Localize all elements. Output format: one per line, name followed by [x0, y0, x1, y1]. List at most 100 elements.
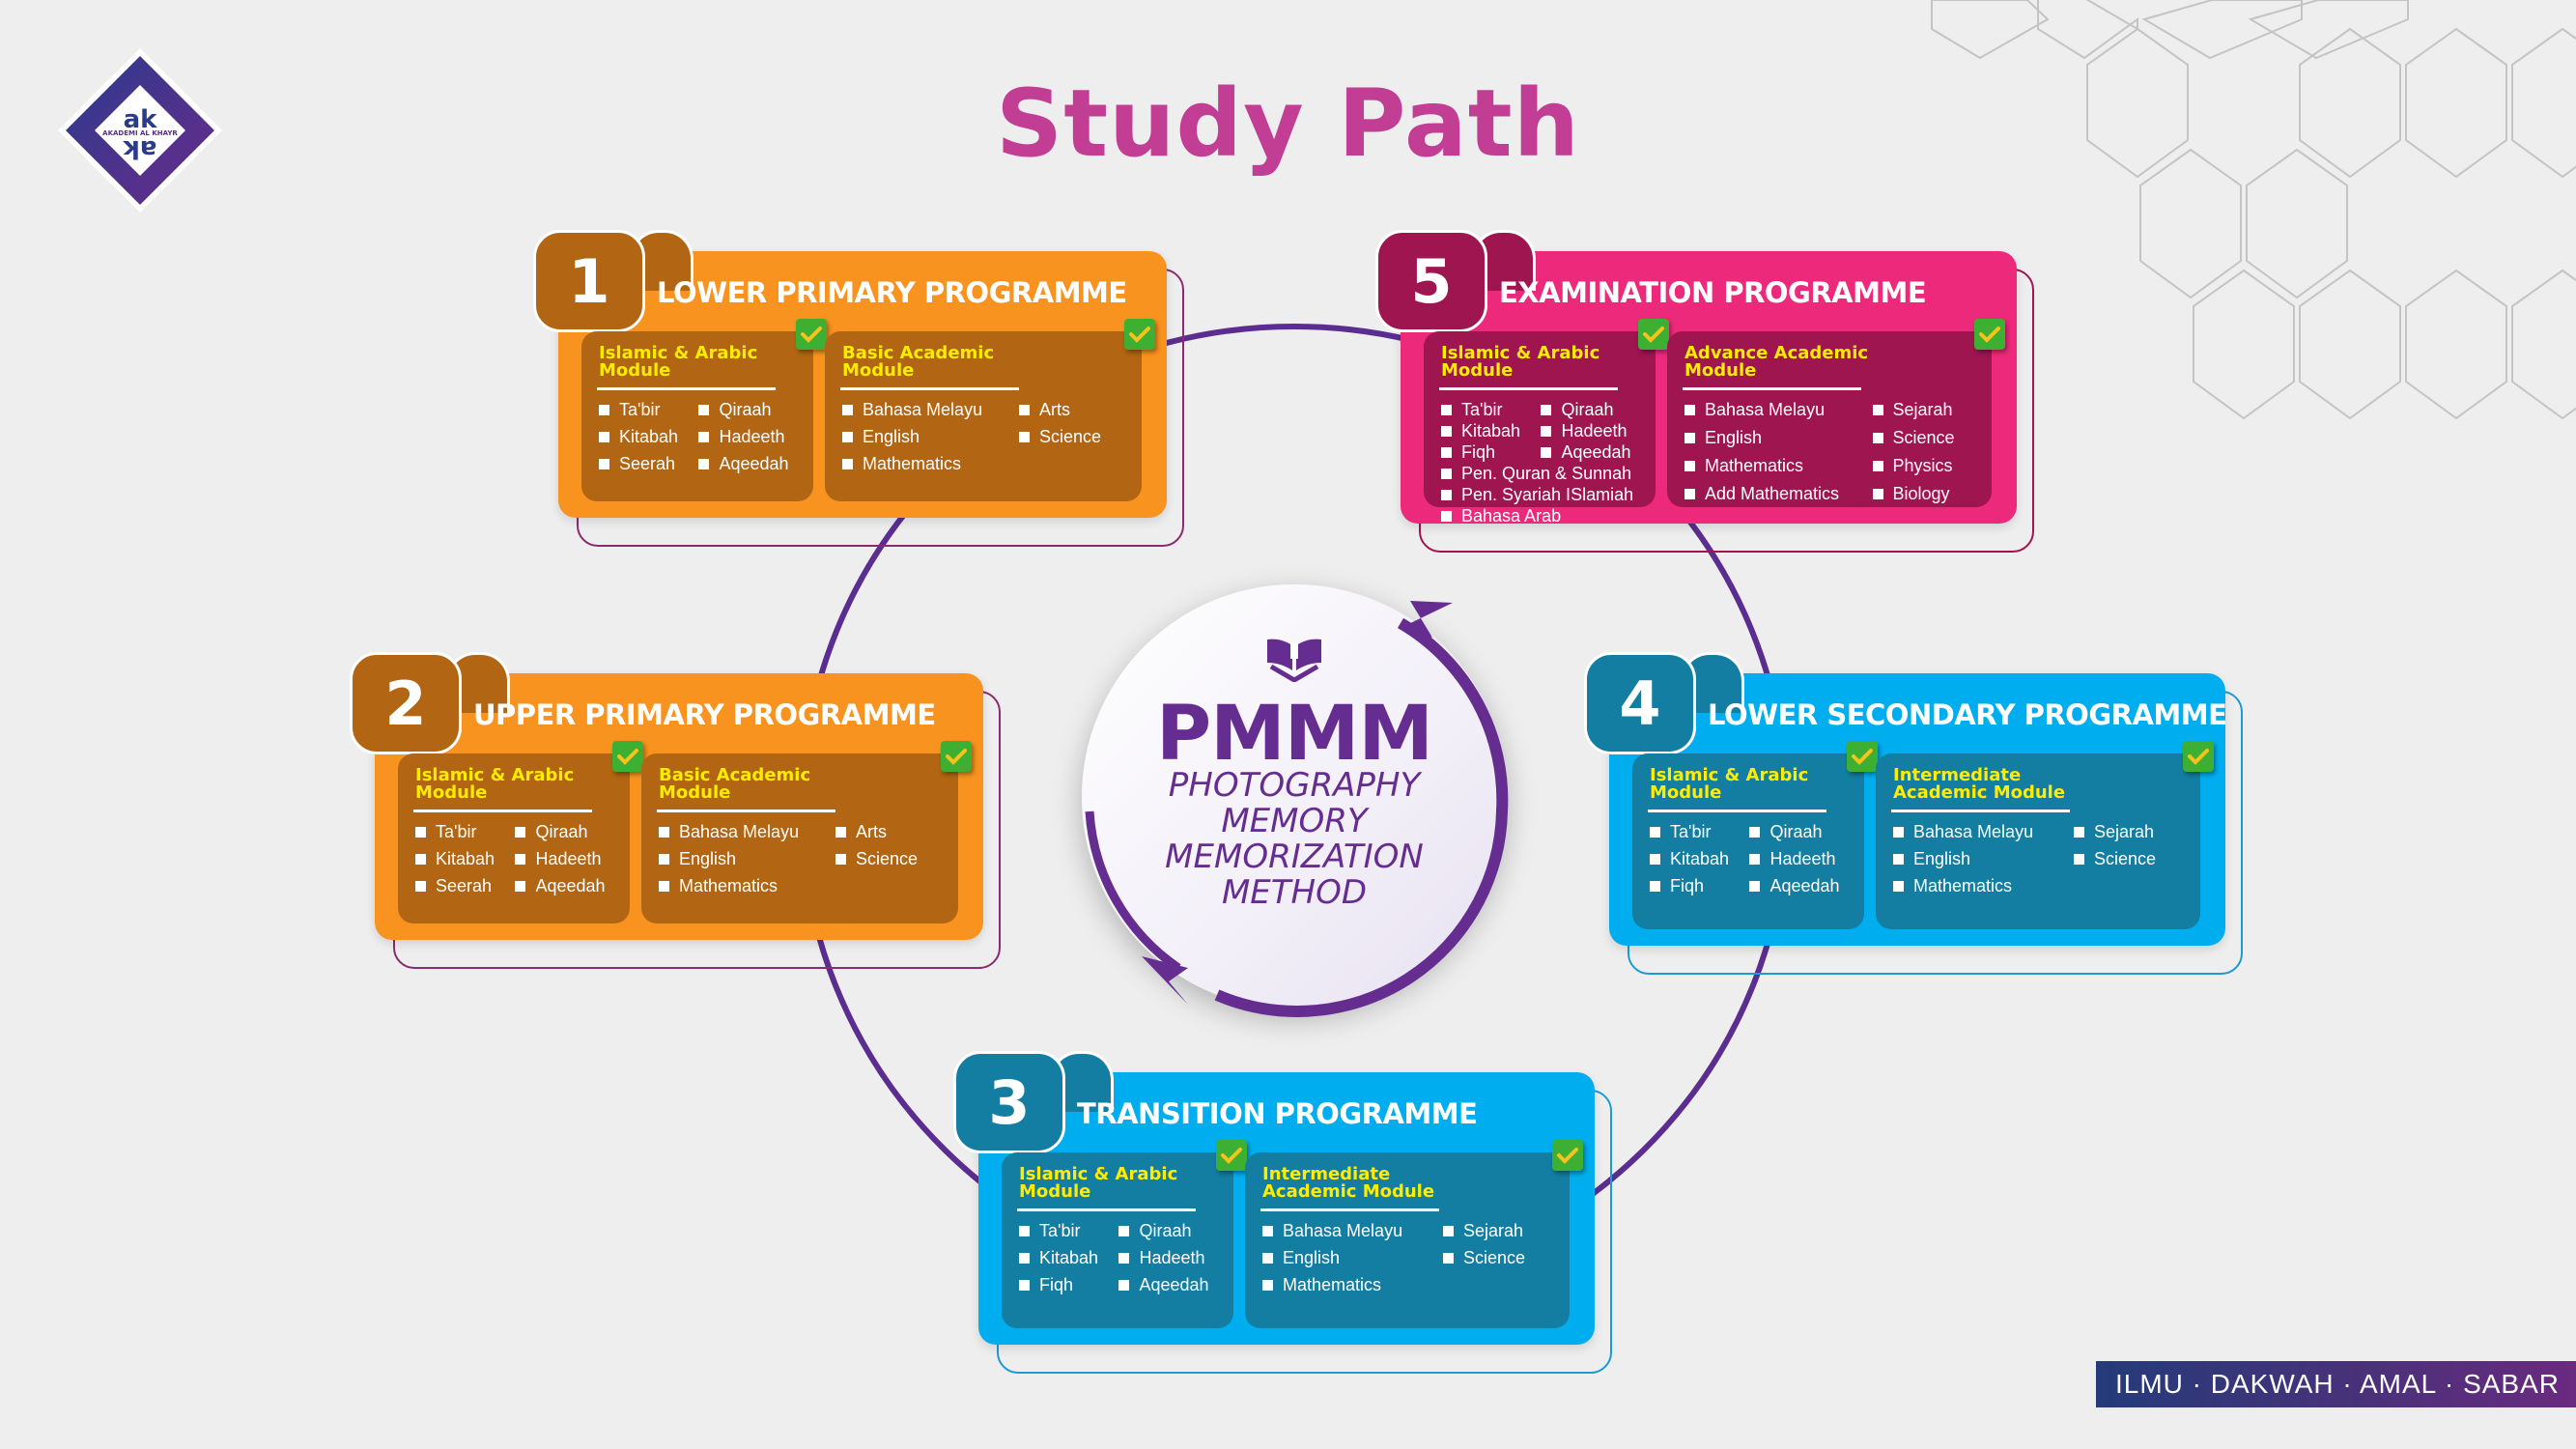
book-stand-icon [1263, 634, 1325, 687]
logo: ak AKADEMI AL KHAYR ak [58, 48, 222, 213]
pmmm-line: PHOTOGRAPHY [1168, 766, 1421, 805]
module-title: Basic Academic Module [659, 765, 811, 803]
module-item-label: Fiqh [1039, 1275, 1074, 1294]
bullet-square-icon [698, 432, 710, 442]
module-item: Arts [835, 822, 941, 842]
bullet-square-icon [1441, 447, 1452, 458]
module-item-label: Kitabah [436, 849, 495, 868]
module-item-label: Qiraah [1139, 1221, 1192, 1240]
module-item-label: English [679, 849, 737, 868]
module-item: Pen. Quran & Sunnah [1441, 464, 1638, 484]
bullet-square-icon [1872, 489, 1883, 499]
module-item: Bahasa Melayu [659, 822, 822, 842]
module-item: Mathematics [1684, 456, 1859, 476]
module-item: Science [1443, 1248, 1552, 1268]
bullet-square-icon [842, 432, 853, 442]
step-number-badge: 1 [533, 230, 645, 332]
bullet-square-icon [1441, 469, 1452, 479]
module-title: Advance Academic Module [1684, 343, 1869, 381]
checkmark-icon [1552, 1140, 1583, 1171]
module-item-label: Arts [856, 822, 888, 841]
bullet-square-icon [1441, 511, 1452, 522]
step-number-badge: 5 [1375, 230, 1487, 332]
module-item-label: Add Mathematics [1705, 484, 1840, 503]
bullet-square-icon [1262, 1226, 1273, 1236]
module-item: Arts [1019, 400, 1124, 420]
bullet-square-icon [698, 459, 710, 469]
module-item-label: Bahasa Melayu [1283, 1221, 1403, 1240]
module-item: Hadeeth [1118, 1248, 1216, 1268]
checkmark-icon [1974, 319, 2005, 350]
module-item: Physics [1872, 456, 1975, 476]
module-item-label: Qiraah [535, 822, 588, 841]
bullet-square-icon [1443, 1253, 1455, 1264]
bullet-square-icon [1872, 461, 1883, 471]
logo-monogram-mirrored: ak [123, 134, 157, 163]
bullet-square-icon [1684, 489, 1695, 499]
module-item: Science [2074, 849, 2183, 869]
module-divider [1260, 1208, 1439, 1211]
module-item: Add Mathematics [1684, 484, 1859, 504]
programme-title: LOWER PRIMARY PROGRAMME [657, 276, 1127, 309]
bullet-square-icon [1443, 1226, 1455, 1236]
module-item: Seerah [415, 876, 501, 896]
module-title: Islamic & Arabic Module [1441, 343, 1600, 381]
module-item-label: Bahasa Arab [1461, 506, 1562, 526]
module-divider [413, 810, 592, 812]
module-item: Seerah [599, 454, 685, 474]
module-item: Science [1019, 427, 1124, 447]
pmmm-description: PHOTOGRAPHY MEMORY MEMORIZATION METHOD [1082, 768, 1507, 911]
module-item-label: Hadeeth [1561, 421, 1628, 440]
bullet-square-icon [2074, 827, 2085, 838]
arrow-head-bottom-icon [1142, 956, 1188, 1005]
bullet-square-icon [1019, 1280, 1030, 1291]
bullet-square-icon [1118, 1226, 1130, 1236]
bullet-square-icon [659, 854, 669, 865]
module-item: English [659, 849, 822, 869]
module-item-label: Aqeedah [1139, 1275, 1209, 1294]
module-item: Qiraah [1118, 1221, 1216, 1241]
module-item: Aqeedah [698, 454, 796, 474]
module-item-label: Kitabah [1461, 421, 1521, 440]
bullet-square-icon [1749, 881, 1761, 892]
module-item-label: Aqeedah [1561, 442, 1631, 462]
module-item: Qiraah [1749, 822, 1847, 842]
badge-tab [1681, 652, 1744, 713]
bullet-square-icon [1262, 1253, 1273, 1264]
bullet-square-icon [599, 405, 609, 415]
bullet-square-icon [1872, 405, 1883, 415]
module-item-label: Qiraah [1769, 822, 1823, 841]
hexagon-pattern [1931, 0, 2576, 420]
bullet-square-icon [515, 881, 526, 892]
module-item-label: Ta'bir [1039, 1221, 1081, 1240]
bullet-square-icon [2074, 854, 2085, 865]
bullet-square-icon [1019, 405, 1031, 415]
module-item-label: English [1283, 1248, 1341, 1267]
bullet-square-icon [599, 432, 609, 442]
module-item: Pen. Syariah ISlamiah [1441, 485, 1638, 505]
module-item-label: English [1705, 428, 1763, 447]
programme-card: 1 LOWER PRIMARY PROGRAMME Islamic & Arabic… [533, 230, 1209, 574]
module-item-label: Hadeeth [1139, 1248, 1205, 1267]
module-item-label: Aqeedah [719, 454, 789, 473]
pmmm-line: MEMORIZATION [1165, 838, 1424, 876]
checkmark-icon [1124, 319, 1155, 350]
module-item: Biology [1872, 484, 1975, 504]
module-item-label: Bahasa Melayu [863, 400, 983, 419]
module-item: Fiqh [1019, 1275, 1105, 1295]
bullet-square-icon [415, 854, 426, 865]
module-item: English [842, 427, 1005, 447]
module-divider [1439, 387, 1618, 390]
